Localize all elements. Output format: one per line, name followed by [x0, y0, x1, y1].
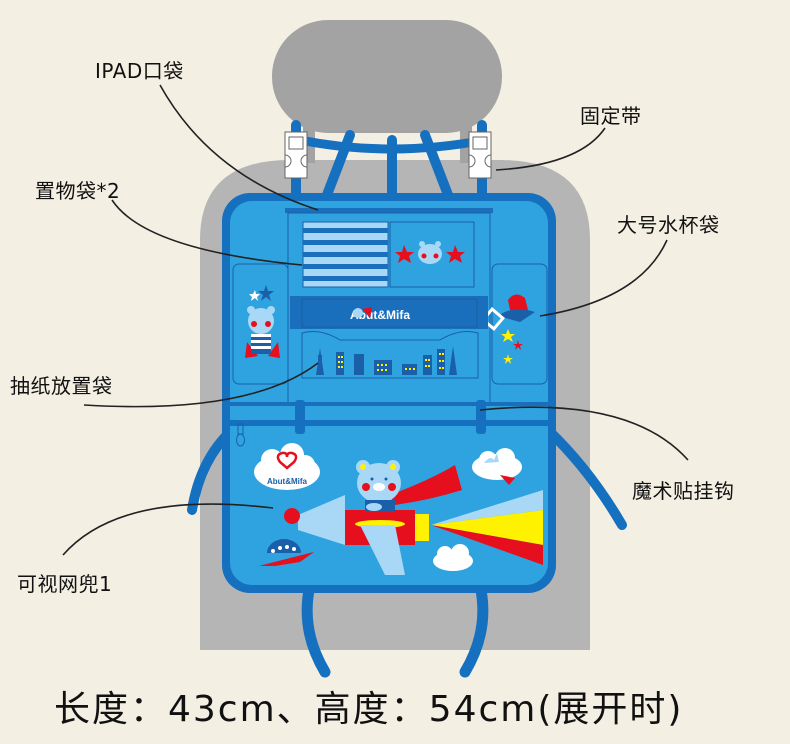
callout-leaders: [62, 84, 689, 556]
callout-storage-pockets: 置物袋*2: [35, 179, 121, 203]
leader-velcro-hook: [479, 406, 689, 461]
callout-tissue-pocket: 抽纸放置袋: [10, 374, 113, 398]
leader-mesh-pocket: [62, 503, 274, 556]
tissue-pocket: Abut&Mifa: [290, 296, 488, 379]
ufo: [259, 539, 314, 566]
bird-cloud: [472, 448, 522, 485]
strap-buckle-left: [284, 131, 308, 179]
small-cloud: [433, 544, 473, 571]
brand-cloud: Abut&Mifa: [254, 443, 320, 490]
mesh-pocket: Abut&Mifa: [254, 443, 543, 575]
callout-velcro-hook: 魔术贴挂钩: [632, 479, 735, 503]
leader-tissue-pocket: [83, 362, 319, 408]
dimensions-text: 长度：43cm、高度：54cm(展开时): [54, 689, 684, 730]
callout-ipad-pocket: IPAD口袋: [95, 59, 184, 83]
strap-buckle-right: [468, 131, 492, 179]
storage-pocket-striped: [302, 221, 389, 288]
storage-pocket-bear: [389, 221, 475, 288]
side-pocket-right: [481, 263, 548, 385]
brand-logo-cloud: Abut&Mifa: [267, 477, 308, 486]
flying-bear: [356, 460, 462, 512]
leader-storage-pockets: [111, 199, 303, 266]
callout-fixing-strap: 固定带: [580, 104, 642, 128]
light-beam: [431, 490, 543, 565]
velcro-tabs: [230, 400, 548, 434]
callout-mesh-pocket: 可视网兜1: [17, 572, 113, 596]
leader-fixing-strap: [495, 127, 606, 171]
side-pocket-left: [232, 263, 289, 385]
callout-large-cup-pocket: 大号水杯袋: [617, 213, 720, 237]
leader-ipad-pocket: [159, 84, 319, 211]
bottom-straps: [301, 579, 489, 678]
zipper-pull: [236, 423, 245, 447]
rocket-plane: [284, 495, 429, 575]
leader-large-cup-pocket: [539, 239, 668, 317]
